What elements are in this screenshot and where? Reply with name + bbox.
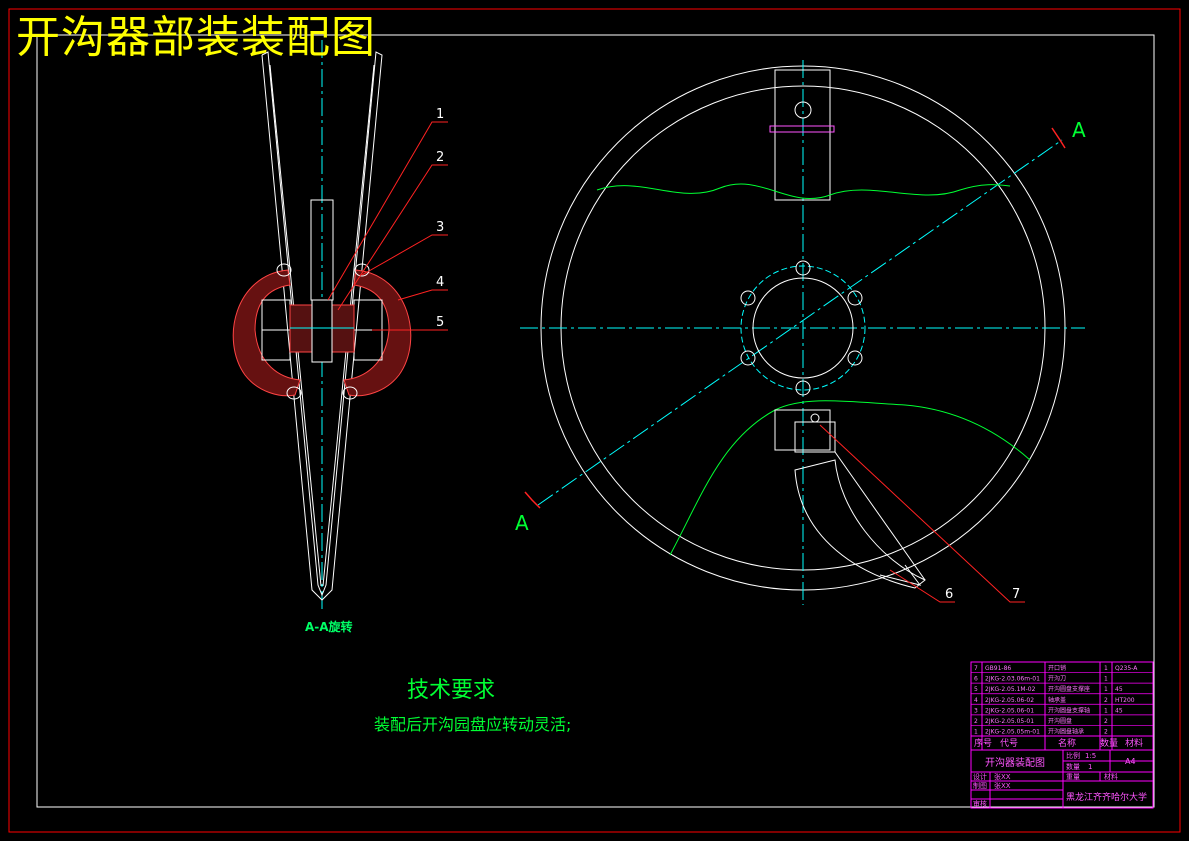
table-cell-qty: 1 (1104, 676, 1108, 683)
table-cell-name: 轴承盖 (1048, 696, 1066, 704)
table-cell-name: 开沟圆盘支撑轴 (1048, 706, 1090, 714)
section-mark-lower: A (515, 511, 529, 535)
bolt-icon (342, 386, 358, 400)
count-label: 数量 (1066, 762, 1080, 771)
callout-6: 6 (945, 587, 953, 602)
table-cell-name: 开沟圆盘轴承 (1048, 728, 1084, 736)
table-cell-no: 4 (974, 697, 978, 704)
callout-1: 1 (436, 107, 444, 122)
table-cell-code: 2JKG-2.05.05-01 (985, 718, 1034, 725)
bolt-hole-icon (795, 380, 811, 396)
table-header-name: 名称 (1058, 737, 1076, 749)
inner-frame (36, 34, 1155, 808)
table-header-code: 代号 (1000, 738, 1018, 749)
table-cell-qty: 2 (1104, 718, 1108, 725)
table-header-qty: 数量 (1100, 737, 1118, 749)
table-header-no: 序号 (974, 737, 992, 749)
table-cell-code: 2JKG-2.05.06-02 (985, 697, 1034, 704)
break-line-bottom (669, 400, 1031, 556)
table-cell-code: 2JKG-2.05.1M-02 (985, 686, 1036, 693)
table-cell-no: 6 (974, 676, 978, 683)
table-cell-name: 开沟圆盘支撑座 (1048, 685, 1090, 693)
section-arrow-upper (1051, 127, 1066, 149)
designer-label: 设计 (973, 772, 987, 781)
table-cell-code: 2JKG-2.03.06m-01 (985, 676, 1040, 683)
bolt-icon (276, 263, 292, 277)
bolt-hole-icon (847, 290, 863, 306)
scale-label: 比例 (1066, 751, 1080, 760)
table-cell-material: HT200 (1115, 697, 1135, 704)
school-name: 黑龙江齐齐哈尔大学 (1066, 791, 1147, 803)
table-cell-qty: 2 (1104, 729, 1108, 736)
material-label: 材料 (1104, 772, 1118, 781)
scale-value: 1:5 (1085, 752, 1096, 760)
housing-left (232, 269, 301, 397)
table-header-material: 材料 (1125, 737, 1143, 749)
front-view (520, 60, 1085, 605)
bolt-icon (286, 386, 302, 400)
drafter-name: 张XX (994, 781, 1011, 790)
callout-3: 3 (436, 220, 444, 235)
table-cell-code: 2JKG-2.05.06-01 (985, 707, 1034, 714)
section-arrow-lower (524, 491, 541, 509)
sheet-size: A4 (1125, 757, 1136, 766)
callout-7: 7 (1012, 587, 1020, 602)
table-cell-material: 45 (1115, 707, 1123, 714)
furrow-blade (794, 459, 926, 589)
section-line (537, 139, 1063, 506)
table-cell-code: 2JKG-2.05.05m-01 (985, 729, 1040, 736)
parts-table (970, 661, 1154, 809)
break-line-top (596, 183, 1011, 200)
bolt-hole-icon (740, 350, 756, 366)
table-cell-no: 2 (974, 718, 978, 725)
tech-requirement-line: 装配后开沟园盘应转动灵活; (374, 715, 572, 734)
weight-label: 重量 (1066, 773, 1080, 781)
parts-table-rows: 7 GB91-86 开口销 1 Q235-A 6 2JKG-2.03.06m-01 开沟刀 1 5… (971, 664, 1153, 736)
table-cell-name: 开沟刀 (1048, 675, 1066, 683)
page-title: 开沟器部装装配图 (16, 12, 376, 63)
outer-frame (8, 8, 1181, 833)
drafter-label: 制图 (973, 781, 987, 790)
support-arm (774, 69, 831, 201)
callout-2: 2 (436, 150, 444, 165)
table-cell-code: GB91-86 (985, 665, 1011, 672)
callout-5: 5 (436, 315, 444, 330)
table-cell-qty: 1 (1104, 686, 1108, 693)
callout-4: 4 (436, 275, 444, 290)
bolt-icon (354, 263, 370, 277)
bolt-hole-icon (740, 290, 756, 306)
bolt-hole-icon (847, 350, 863, 366)
housing-right (343, 269, 412, 397)
section-view (232, 40, 448, 610)
designer-name: 张XX (994, 772, 1011, 781)
table-cell-qty: 2 (1104, 697, 1108, 704)
hub-circle (752, 277, 854, 379)
count-value: 1 (1088, 763, 1092, 771)
table-cell-no: 5 (974, 686, 978, 693)
table-cell-name: 开沟圆盘 (1048, 717, 1072, 725)
table-cell-no: 3 (974, 707, 978, 714)
table-cell-qty: 1 (1104, 665, 1108, 672)
disc-blades (261, 51, 383, 601)
drawing-name: 开沟器装配图 (985, 756, 1045, 769)
bolt-hole-icon (795, 260, 811, 276)
section-mark-upper: A (1072, 118, 1086, 142)
table-cell-qty: 1 (1104, 707, 1108, 714)
table-cell-no: 7 (974, 665, 978, 672)
tech-requirements-heading: 技术要求 (407, 678, 496, 703)
table-cell-name: 开口销 (1048, 664, 1066, 672)
table-cell-material: Q235-A (1115, 665, 1138, 672)
table-cell-no: 1 (974, 729, 978, 736)
section-view-label: A-A旋转 (305, 620, 353, 634)
table-cell-material: 45 (1115, 686, 1123, 693)
reviewer-label: 审核 (973, 799, 987, 808)
